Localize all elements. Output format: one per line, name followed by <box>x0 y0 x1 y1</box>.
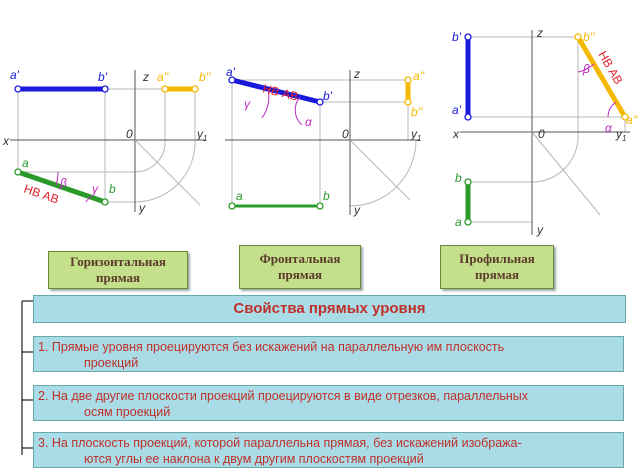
svg-text:α: α <box>605 121 613 135</box>
svg-text:a'': a'' <box>626 113 638 127</box>
svg-text:γ: γ <box>244 97 251 111</box>
svg-text:γ: γ <box>92 182 99 196</box>
property-item-1: 1. Прямые уровня проецируются без искаже… <box>33 336 624 372</box>
svg-text:b': b' <box>323 89 333 103</box>
diagram-profile-line: b' a' z b'' a'' x 0 y1 b a y β α НВ АВ <box>452 26 638 237</box>
diagram-frontal-line: a' b' z a'' b'' 0 y1 a b y γ α НВ АВ <box>225 65 425 217</box>
svg-text:НВ АВ: НВ АВ <box>595 49 625 87</box>
svg-text:y: y <box>353 203 361 217</box>
svg-text:a': a' <box>452 103 462 117</box>
svg-text:НВ АВ: НВ АВ <box>261 81 299 103</box>
svg-text:a: a <box>236 189 243 203</box>
svg-text:b: b <box>323 189 330 203</box>
svg-text:a'': a'' <box>413 69 425 83</box>
svg-text:b'': b'' <box>583 30 595 44</box>
svg-text:β: β <box>59 176 67 190</box>
diagram-horizontal-line: a' b' z a'' b'' x 0 y1 a b y β γ НВ АВ <box>2 68 211 215</box>
svg-text:y: y <box>536 223 544 237</box>
svg-text:z: z <box>536 26 543 40</box>
property-item-3: 3. На плоскость проекций, которой паралл… <box>33 432 624 468</box>
svg-text:y: y <box>138 201 146 215</box>
property-item-2: 2. На две другие плоскости проекций прое… <box>33 385 624 421</box>
svg-text:a: a <box>22 156 29 170</box>
svg-text:z: z <box>353 67 360 81</box>
svg-text:b': b' <box>452 30 462 44</box>
projection-diagrams: a' b' z a'' b'' x 0 y1 a b y β γ НВ АВ <box>2 26 638 237</box>
svg-text:x: x <box>452 127 460 141</box>
svg-text:b': b' <box>98 70 108 84</box>
svg-text:b: b <box>109 182 116 196</box>
svg-text:x: x <box>2 134 10 148</box>
svg-text:α: α <box>305 115 313 129</box>
svg-text:b'': b'' <box>411 105 423 119</box>
svg-text:0: 0 <box>342 127 349 141</box>
svg-text:b'': b'' <box>199 70 211 84</box>
svg-text:0: 0 <box>126 127 133 141</box>
svg-text:y1: y1 <box>196 127 207 143</box>
svg-text:a': a' <box>10 68 20 82</box>
svg-text:0: 0 <box>538 127 545 141</box>
svg-text:a: a <box>455 215 462 229</box>
svg-text:b: b <box>455 171 462 185</box>
svg-text:a'': a'' <box>157 70 169 84</box>
svg-text:y1: y1 <box>615 127 626 143</box>
svg-text:z: z <box>142 70 149 84</box>
svg-text:a': a' <box>226 65 236 79</box>
svg-text:β: β <box>582 62 590 76</box>
properties-title: Свойства прямых уровня <box>33 295 626 323</box>
svg-text:y1: y1 <box>410 127 421 143</box>
